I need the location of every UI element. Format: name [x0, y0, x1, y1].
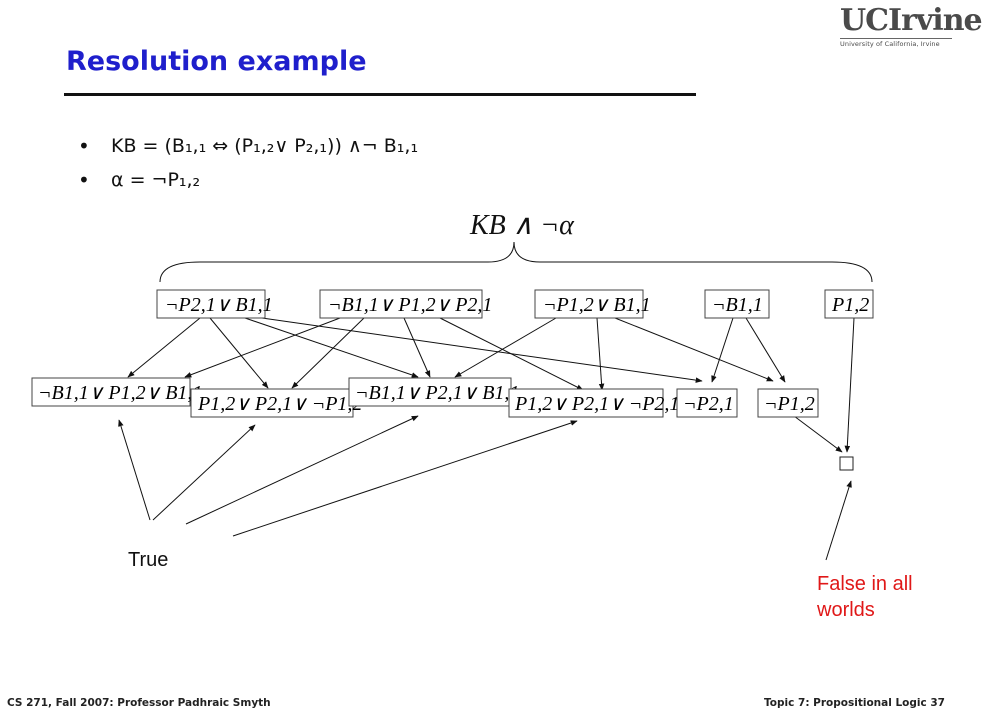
edge-c1-d3	[244, 317, 419, 378]
arrow-true-d4	[232, 420, 578, 537]
clause-d1-text: ¬B1,1∨ P1,2∨ B1,1	[38, 382, 202, 404]
grouping-brace	[159, 241, 873, 283]
clause-c5-text: P1,2	[831, 294, 869, 316]
edge-c1-d1	[127, 317, 201, 378]
clause-d1: ¬B1,1∨ P1,2∨ B1,1	[31, 377, 202, 407]
edge-c2-d1	[184, 317, 341, 378]
arrow-true-d1	[118, 419, 151, 521]
clause-d2: P1,2∨ P2,1∨ ¬P1,2	[190, 388, 362, 418]
bullet-alpha-definition: α = ¬P₁,₂	[78, 166, 418, 200]
edge-c2-d4	[439, 317, 584, 391]
edge-c4-d6	[745, 317, 786, 383]
bullet-kb-definition: KB = (B₁,₁ ⇔ (P₁,₂∨ P₂,₁)) ∧¬ B₁,₁	[78, 132, 418, 166]
clause-c3-text: ¬P1,2∨ B1,1	[543, 294, 651, 316]
clause-d4: P1,2∨ P2,1∨ ¬P2,1	[508, 388, 679, 418]
clause-c2-text: ¬B1,1∨ P1,2∨ P2,1	[328, 294, 492, 316]
edge-c2-d2	[291, 317, 365, 389]
edge-c2-d3	[403, 317, 431, 378]
clause-c3: ¬P1,2∨ B1,1	[534, 289, 651, 319]
footer-topic: Topic 7: Propositional Logic 37	[764, 697, 945, 709]
root-label-kb-and-not-alpha: KB ∧ ¬α	[469, 210, 575, 241]
false-label: False in all worlds	[817, 573, 913, 621]
clause-d3: ¬B1,1∨ P2,1∨ B1,1	[348, 377, 519, 407]
empty-clause-square	[839, 456, 854, 471]
clause-c1: ¬P2,1∨ B1,1	[156, 289, 273, 319]
slide-title: Resolution example	[66, 46, 367, 77]
title-underline	[64, 93, 696, 96]
edge-d6-empty	[789, 412, 843, 453]
clause-c4: ¬B1,1	[704, 289, 770, 319]
clause-d4-text: P1,2∨ P2,1∨ ¬P2,1	[514, 393, 679, 415]
clause-d3-text: ¬B1,1∨ P2,1∨ B1,1	[355, 382, 519, 404]
clause-c1-text: ¬P2,1∨ B1,1	[165, 294, 273, 316]
edge-c4-d5	[711, 317, 734, 383]
clause-c2: ¬B1,1∨ P1,2∨ P2,1	[319, 289, 492, 319]
arrow-true-d3	[185, 415, 419, 525]
bullet-list: KB = (B₁,₁ ⇔ (P₁,₂∨ P₂,₁)) ∧¬ B₁,₁ α = ¬…	[78, 132, 418, 200]
clause-d6: ¬P1,2	[757, 388, 819, 418]
logo-subtitle: University of California, Irvine	[840, 38, 952, 48]
arrow-true-d2	[152, 424, 256, 521]
clause-d6-text: ¬P1,2	[764, 393, 815, 415]
edge-c3-d3	[454, 317, 557, 378]
edge-c3-d6	[614, 317, 774, 382]
clause-d5-text: ¬P2,1	[683, 393, 734, 415]
resolution-edges	[118, 317, 855, 561]
arrow-false-empty	[825, 480, 852, 561]
footer-course: CS 271, Fall 2007: Professor Padhraic Sm…	[7, 697, 271, 709]
edge-c1-d5	[261, 317, 703, 383]
clause-d2-text: P1,2∨ P2,1∨ ¬P1,2	[197, 393, 362, 415]
edge-c1-d2	[209, 317, 269, 389]
resolution-diagram: KB ∧ ¬α ¬P2,1∨ B1,1 ¬B1,1∨ P1,2∨ P2,1	[31, 210, 874, 561]
clause-d5: ¬P2,1	[676, 388, 738, 418]
clause-c4-text: ¬B1,1	[712, 294, 763, 316]
clause-c5: P1,2	[824, 289, 874, 319]
true-label: True	[128, 549, 169, 571]
edge-c5-empty	[844, 317, 855, 453]
edge-c3-d4	[596, 317, 605, 391]
